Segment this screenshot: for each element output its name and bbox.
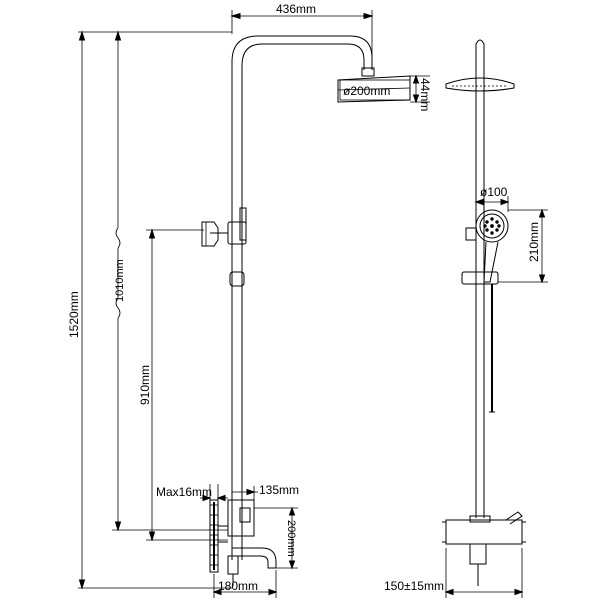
side-middle-clamp (229, 271, 245, 287)
front-hand-shower-handle (483, 241, 499, 283)
dim-top-width: 436mm (276, 2, 316, 16)
front-view (442, 39, 526, 586)
side-view (201, 35, 411, 586)
dim-total-height: 1520mm (67, 291, 81, 338)
dim-mixer-height: 200mm (285, 520, 297, 557)
front-spout (469, 543, 487, 565)
dim-spout-offset: 135mm (259, 483, 299, 497)
dim-hand-shower-height: 210mm (527, 222, 541, 262)
dim-bracket-height: 910mm (138, 365, 152, 405)
front-shower-head (445, 77, 515, 92)
dim-adjustable-height: 1010mm (114, 259, 126, 302)
front-slider (461, 271, 499, 285)
shower-head-neck (361, 67, 375, 77)
side-dimensions: 436mm ø200mm 44mm 1520mm 1010mm 910m (67, 2, 432, 598)
side-slider (227, 221, 247, 245)
side-riser-pipe (231, 35, 373, 560)
side-hand-shower-holder (201, 221, 219, 247)
dim-hand-shower-diameter: ø100 (480, 185, 508, 199)
front-dimensions: ø100 210mm 150±15mm (384, 185, 548, 598)
side-spout (231, 547, 277, 569)
head-dimension-box (339, 79, 411, 101)
dim-mixer-depth: 180mm (218, 579, 258, 593)
dim-head-thickness: 44mm (418, 78, 432, 111)
dim-wall-gap: Max16mm (156, 485, 212, 499)
side-mixer-body (227, 499, 255, 537)
dim-head-diameter: ø200mm (343, 84, 390, 98)
dim-inlet-spacing: 150±15mm (384, 579, 444, 593)
front-hand-shower-face (475, 209, 509, 243)
